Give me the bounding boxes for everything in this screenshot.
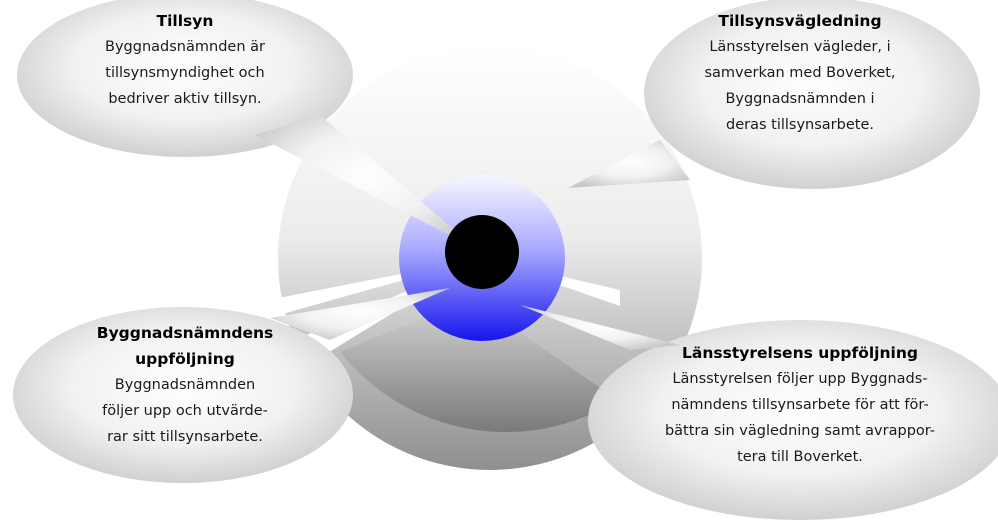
bubble-lansstyrelsen: Länsstyrelsens uppföljning Länsstyrelsen… [615, 340, 985, 470]
bubble-byggnadsnamnden: Byggnadsnämndens uppföljning Byggnadsnäm… [45, 320, 325, 450]
bubble-byggnadsnamnden-body: Byggnadsnämnden följer upp och utvärde- … [102, 377, 268, 445]
bubble-tillsyn-body: Byggnadsnämnden är tillsynsmyndighet och… [105, 39, 265, 107]
bubble-tillsyn: Tillsyn Byggnadsnämnden är tillsynsmyndi… [55, 8, 315, 112]
bubble-lansstyrelsen-shape [520, 305, 998, 520]
bubble-tillsyn-title: Tillsyn [156, 12, 214, 30]
lower-ring-segment [340, 298, 618, 433]
bubble-lansstyrelsen-body: Länsstyrelsen följer upp Byggnads- nämnd… [664, 371, 936, 465]
bubble-vagledning-title: Tillsynsvägledning [718, 12, 882, 30]
bubble-byggnadsnamnden-shape [13, 288, 450, 483]
bubble-vagledning: Tillsynsvägledning Länsstyrelsen väglede… [650, 8, 950, 138]
center-pupil [445, 215, 519, 289]
bubble-byggnadsnamnden-title: Byggnadsnämndens uppföljning [96, 324, 274, 368]
bubble-lansstyrelsen-title: Länsstyrelsens uppföljning [682, 344, 918, 362]
bubble-vagledning-body: Länsstyrelsen vägleder, i samverkan med … [704, 39, 896, 133]
bubble-vagledning-shape [568, 0, 980, 189]
bubble-tillsyn-shape [17, 0, 478, 250]
